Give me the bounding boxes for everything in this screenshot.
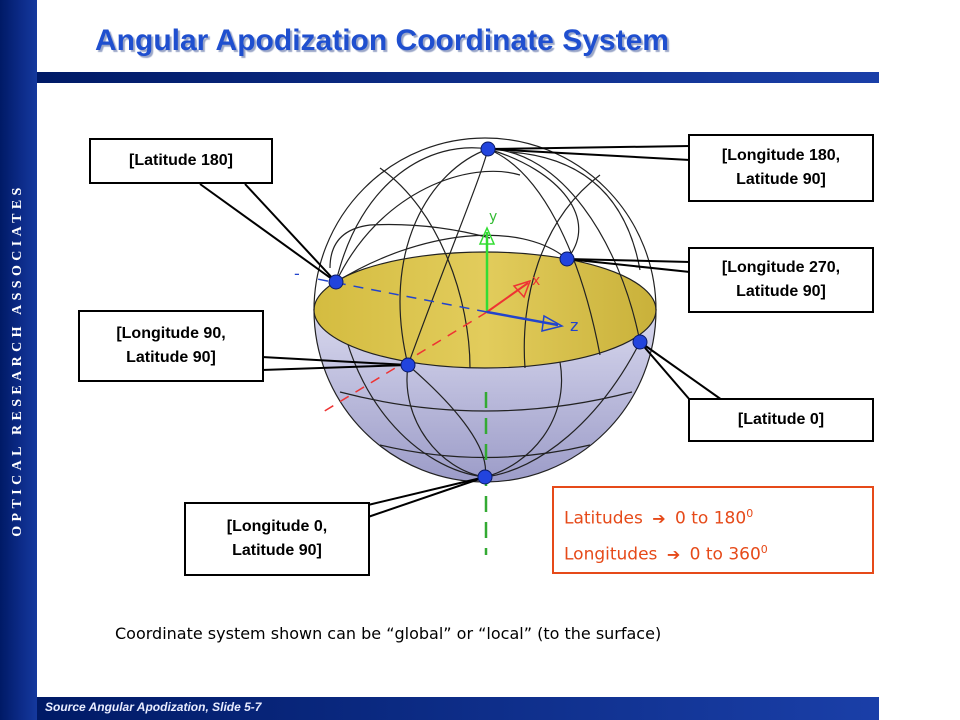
label-longitude-90: [Longitude 90, Latitude 90] [78,310,264,382]
label-latitude-0-text: [Latitude 0] [737,411,825,428]
label-longitude-0: [Longitude 0, Latitude 90] [184,502,370,576]
label-longitude-0-line1: [Longitude 0, [226,518,328,535]
y-axis-label: y [489,209,497,225]
label-longitude-270: [Longitude 270, Latitude 90] [688,247,874,313]
latitude-range-row: Latitudes ➔ 0 to 1800 [564,496,872,532]
label-longitude-180-line2: Latitude 90] [736,171,826,188]
point-longitude-0 [477,469,493,485]
z-axis-label: z [570,316,578,335]
z-axis-arrowhead [541,314,565,332]
leader-lines [199,145,723,518]
title-rule [37,72,879,83]
y-axis-arrowhead [478,226,496,245]
equatorial-disk [313,251,657,369]
arrow-right-icon: ➔ [666,544,681,564]
slide-caption: Coordinate system shown can be “global” … [115,624,662,643]
negative-axis-label: - [294,264,300,283]
x-axis-label: x [532,273,540,289]
label-latitude-180: [Latitude 180] [89,138,273,184]
footer-bar [37,697,879,720]
degree-superscript: 0 [760,543,768,556]
label-longitude-180-line1: [Longitude 180, [721,147,841,164]
x-axis [486,282,529,313]
label-longitude-270-line2: Latitude 90] [736,283,826,300]
point-longitude-180 [480,141,496,157]
label-longitude-0-line2: Latitude 90] [232,542,322,559]
label-latitude-0: [Latitude 0] [688,398,874,442]
x-axis-arrowhead [512,279,532,299]
sidebar-band: OPTICAL RESEARCH ASSOCIATES [0,0,37,720]
arrow-right-icon: ➔ [652,508,666,528]
point-longitude-90 [400,357,416,373]
longitudes-range: 0 to 360 [689,544,761,565]
latitudes-range: 0 to 180 [675,508,747,529]
longitudes-label: Longitudes [564,544,658,565]
label-longitude-270-line1: [Longitude 270, [721,259,841,276]
range-info-box: Latitudes ➔ 0 to 1800 Longitudes ➔ 0 to … [552,486,874,574]
label-longitude-180: [Longitude 180, Latitude 90] [688,134,874,202]
point-latitude-0 [632,334,648,350]
footer-source: Source Angular Apodization, Slide 5-7 [45,700,262,714]
upper-meridians [313,137,657,369]
marker-points [328,141,648,485]
label-longitude-90-line1: [Longitude 90, [116,325,226,342]
label-longitude-90-line2: Latitude 90] [126,349,216,366]
latitudes-label: Latitudes [564,508,643,529]
point-longitude-270 [559,251,575,267]
point-latitude-180 [328,274,344,290]
z-axis [486,310,559,327]
longitude-range-row: Longitudes ➔ 0 to 3600 [564,532,872,568]
label-latitude-180-text: [Latitude 180] [128,152,233,169]
degree-superscript: 0 [746,507,754,520]
lower-meridians [335,281,641,478]
slide-title: Angular Apodization Coordinate System [95,24,669,57]
